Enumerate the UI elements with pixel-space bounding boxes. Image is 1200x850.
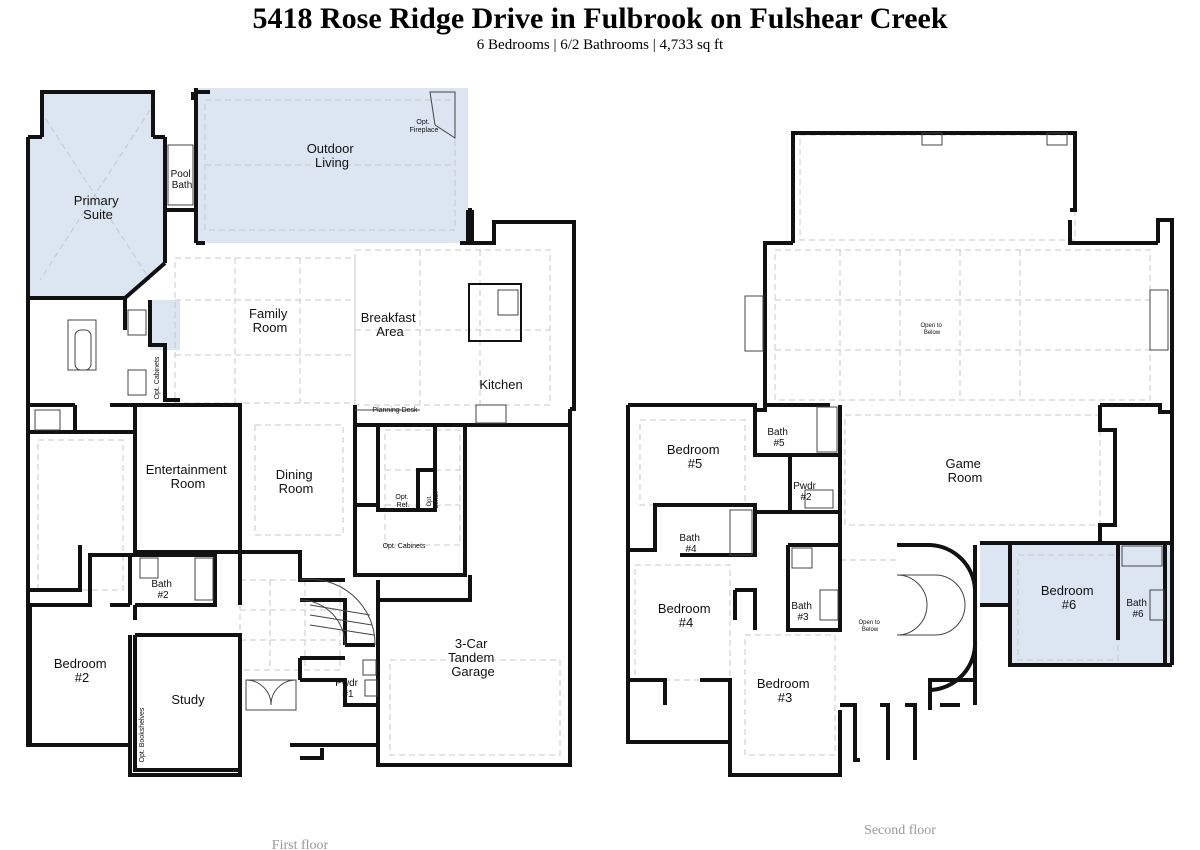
first-floor-labels: Primary Suite Pool Bath Outdoor Living O… <box>54 119 523 762</box>
opt-ref-label: Opt. Ref. <box>395 494 410 509</box>
family-room-label: Family Room <box>249 306 291 335</box>
entertainment-room-label: Entertainment Room <box>146 462 231 491</box>
bedroom6-label: Bedroom #6 <box>1041 583 1097 612</box>
bath3-label: Bath #3 <box>791 601 814 623</box>
pool-bath-label: Pool Bath <box>171 169 194 191</box>
breakfast-area-label: Breakfast Area <box>361 310 420 339</box>
bedroom5-label: Bedroom #5 <box>667 442 723 471</box>
page-title: 5418 Rose Ridge Drive in Fulbrook on Ful… <box>252 2 948 35</box>
bath4-label: Bath #4 <box>679 533 702 555</box>
second-floor-plan: Open to Below Bedroom #5 Bath #5 Pwdr #2… <box>626 131 1174 838</box>
opt-bench-label: Opt. Bench <box>427 491 440 508</box>
outdoor-living-highlight <box>196 88 468 243</box>
second-floor-caption: Second floor <box>864 823 936 838</box>
bedroom6-highlight <box>980 543 1172 665</box>
second-floor-details <box>729 132 1169 636</box>
study-label: Study <box>171 692 205 707</box>
outdoor-living-label: Outdoor Living <box>307 141 358 170</box>
second-floor-walls <box>626 131 1174 777</box>
opt-fireplace-label: Opt. Fireplace <box>410 119 439 134</box>
planning-desk-label: Planning Desk <box>372 407 418 414</box>
first-floor-details <box>34 91 519 711</box>
kitchen-label: Kitchen <box>479 377 522 392</box>
opt-bookshelves-label: Opt. Bookshelves <box>139 707 146 762</box>
garage-label: 3-Car Tandem Garage <box>448 636 498 679</box>
game-room-label: Game Room <box>945 456 984 485</box>
ceiling-grid <box>37 99 561 756</box>
bath6-label: Bath #6 <box>1126 598 1149 620</box>
primary-suite-label: Primary Suite <box>74 193 122 222</box>
opt-cabinets-mud-label: Opt. Cabinets <box>383 543 426 550</box>
bedroom3-label: Bedroom #3 <box>757 676 813 705</box>
dining-room-label: Dining Room <box>276 467 316 496</box>
first-floor-walls <box>26 88 576 777</box>
open-to-below-top-label: Open to Below <box>920 323 943 336</box>
open-to-below-stair-label: Open to Below <box>858 620 881 633</box>
page-subtitle: 6 Bedrooms | 6/2 Bathrooms | 4,733 sq ft <box>476 37 724 53</box>
bedroom4-label: Bedroom #4 <box>658 601 714 630</box>
bath5-label: Bath #5 <box>767 427 790 449</box>
second-floor-labels: Open to Below Bedroom #5 Bath #5 Pwdr #2… <box>658 323 1149 705</box>
pwdr1-label: Pwdr #1 <box>335 678 361 700</box>
opt-cabinets-side-label: Opt. Cabinets <box>154 356 161 399</box>
first-floor-caption: First floor <box>272 838 329 850</box>
pwdr2-label: Pwdr #2 <box>793 481 819 503</box>
bedroom2-label: Bedroom #2 <box>54 656 110 685</box>
bath2-label: Bath #2 <box>151 579 174 601</box>
first-floor-plan: Primary Suite Pool Bath Outdoor Living O… <box>26 88 576 850</box>
